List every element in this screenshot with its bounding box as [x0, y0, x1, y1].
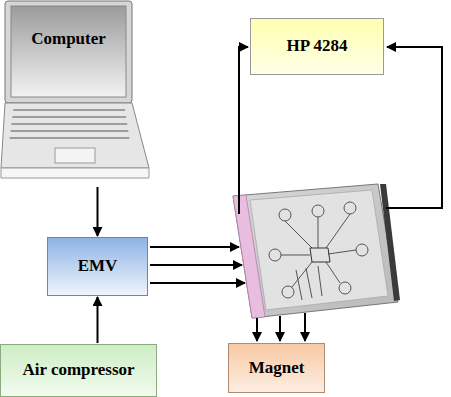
node-label: Magnet [249, 359, 305, 378]
node-label: EMV [78, 257, 118, 276]
laptop-outline [0, 0, 150, 186]
node-label: Computer [11, 30, 126, 49]
node-label: Air compressor [22, 361, 134, 380]
instrument-box: HP 4284 [250, 18, 384, 75]
flow-arrow [97, 187, 99, 236]
tube-arrow [150, 247, 245, 283]
valve-box: EMV [47, 237, 148, 296]
node-label: HP 4284 [287, 37, 348, 56]
compressor-box: Air compressor [0, 344, 157, 397]
flow-arrow [97, 297, 99, 343]
magnet-box: Magnet [228, 343, 325, 393]
field-arrow [257, 313, 305, 341]
chip-device [233, 184, 400, 318]
computer-laptop: Computer [0, 0, 150, 186]
